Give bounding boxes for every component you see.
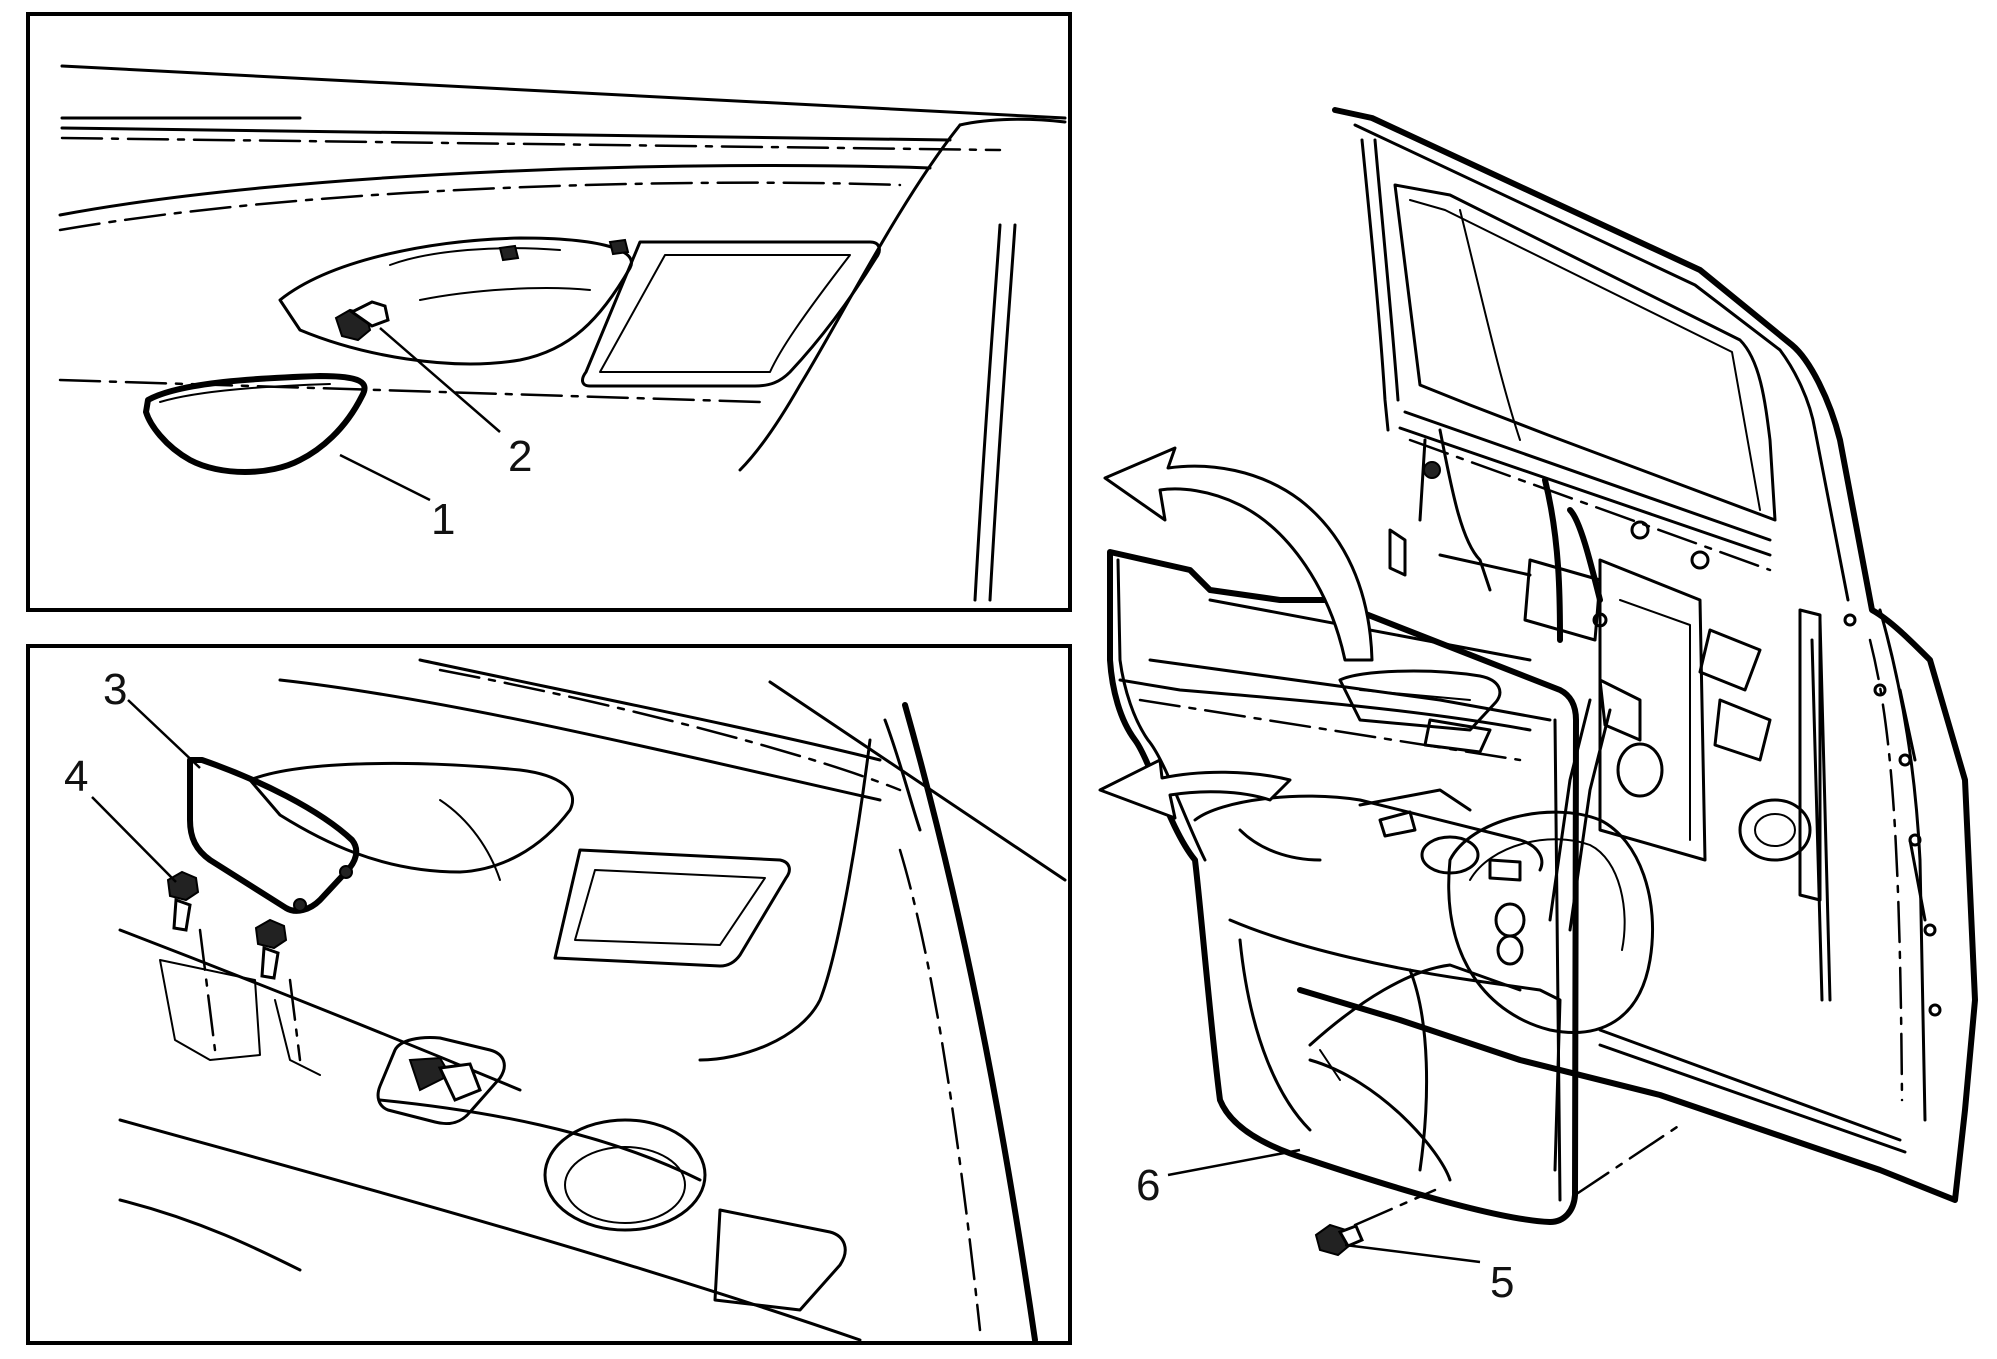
detail-panel-top bbox=[26, 12, 1072, 612]
callout-5: 5 bbox=[1490, 1258, 1514, 1307]
bezel-seal-3 bbox=[187, 757, 360, 914]
fastener-5 bbox=[1314, 1223, 1364, 1257]
callout-3: 3 bbox=[103, 665, 127, 714]
bolt-4b bbox=[254, 918, 288, 980]
leader-lines bbox=[91, 327, 1481, 1264]
installation-lines bbox=[1353, 1123, 1682, 1227]
callout-1: 1 bbox=[431, 495, 455, 544]
detail-frame-bottom bbox=[26, 644, 1072, 1345]
mounting-bracket bbox=[159, 928, 321, 1076]
callout-labels: 1 2 3 4 5 6 bbox=[64, 432, 1514, 1307]
door-inner-panel bbox=[1297, 107, 1978, 1203]
bolt-2 bbox=[334, 300, 390, 342]
bezel-seal-1 bbox=[143, 373, 368, 475]
callout-4: 4 bbox=[64, 752, 88, 801]
window-switch bbox=[376, 1036, 506, 1126]
door-inner-features bbox=[1388, 428, 1942, 1034]
removal-arrow-lower bbox=[1098, 758, 1292, 820]
detail-panel-bottom bbox=[26, 644, 1072, 1345]
callout-2: 2 bbox=[508, 432, 532, 481]
grab-handle-recess bbox=[248, 761, 791, 968]
bolt-4a bbox=[166, 870, 200, 932]
lower-trim-contours bbox=[118, 658, 1067, 1343]
pull-cup-recess bbox=[278, 236, 881, 388]
door-assembly bbox=[1098, 107, 1978, 1257]
upper-trim-contours bbox=[58, 64, 1067, 602]
callout-6: 6 bbox=[1136, 1161, 1160, 1210]
detail-frame-top bbox=[26, 12, 1072, 612]
cup-holder bbox=[543, 1118, 847, 1312]
removal-arrow-upper bbox=[1103, 446, 1374, 662]
